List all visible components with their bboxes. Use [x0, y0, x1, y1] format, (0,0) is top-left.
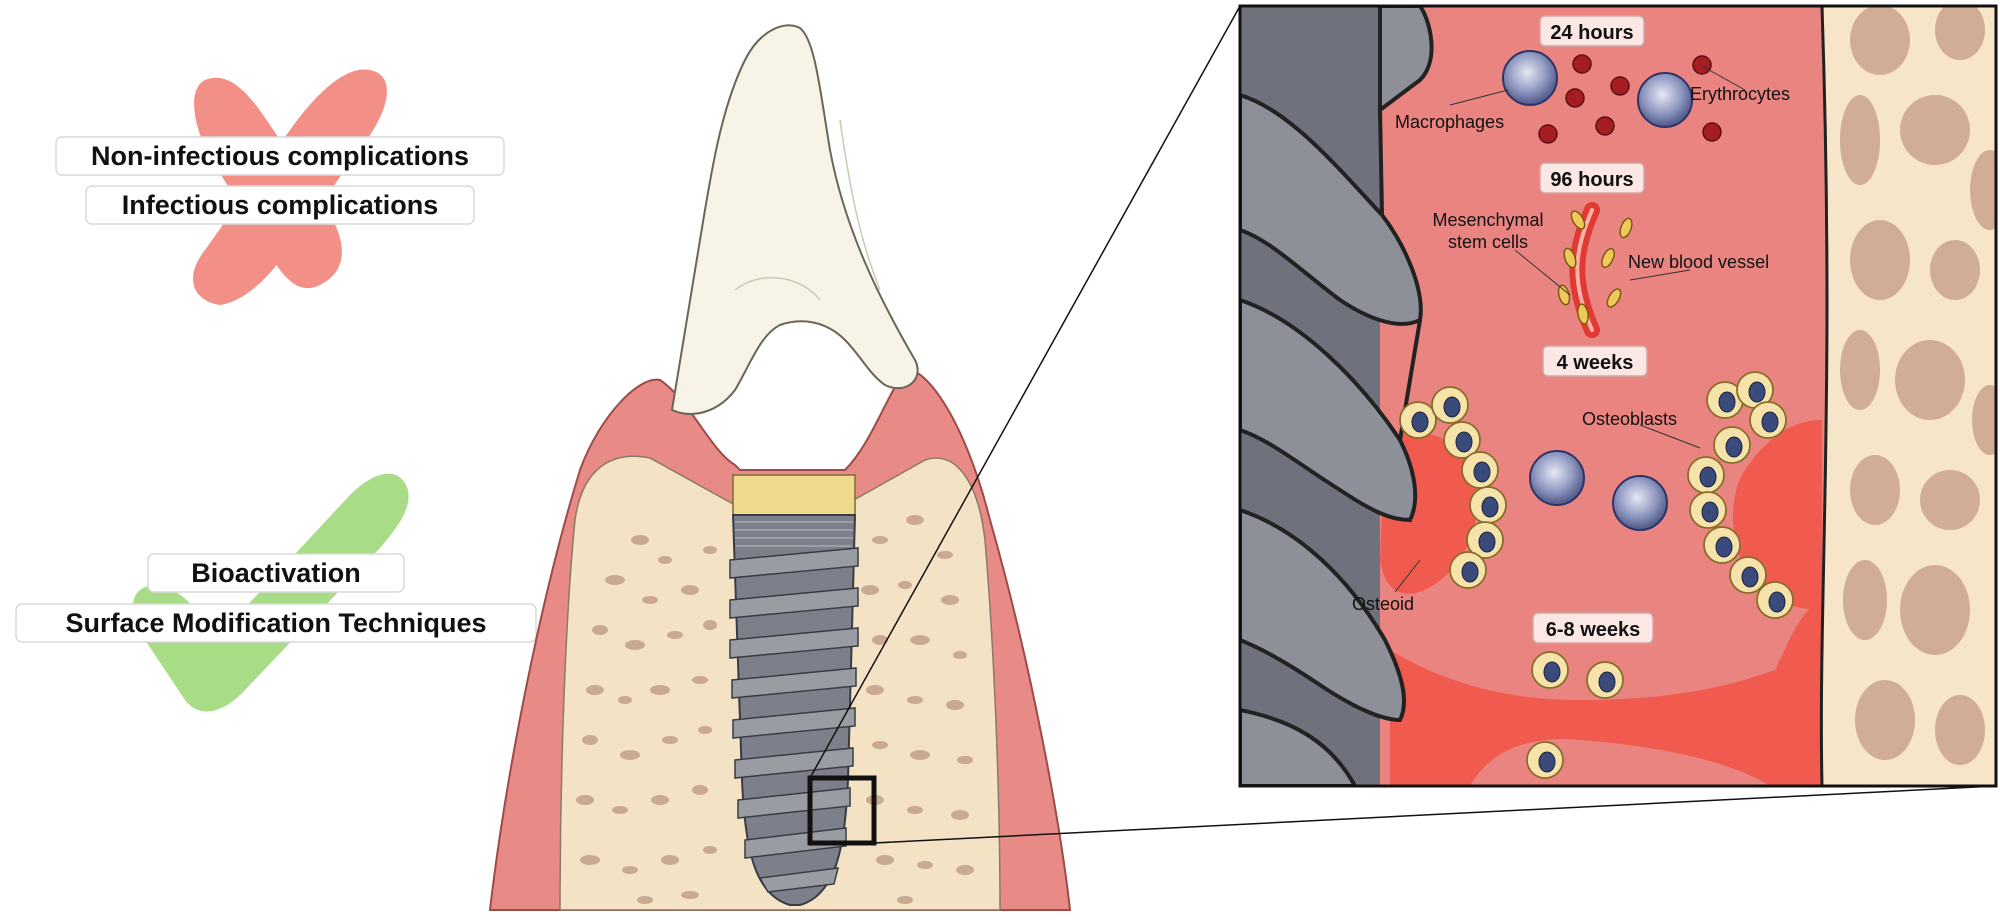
promote-label-1: Bioactivation — [148, 554, 404, 592]
stage-4w: 4 weeks — [1543, 346, 1647, 376]
label-new-blood-vessel: New blood vessel — [1628, 252, 1769, 272]
label-erythrocytes: Erythrocytes — [1690, 84, 1790, 104]
avoid-label-2-text: Infectious complications — [122, 190, 439, 220]
stage-96h-text: 96 hours — [1550, 169, 1633, 191]
implant-collar — [733, 475, 855, 515]
label-osteoblasts: Osteoblasts — [1582, 409, 1677, 429]
promote-group: Bioactivation Surface Modification Techn… — [16, 474, 536, 712]
stage-96h: 96 hours — [1540, 163, 1644, 193]
stage-4w-text: 4 weeks — [1557, 352, 1634, 374]
label-msc-line1: Mesenchymal — [1432, 210, 1543, 230]
stage-6-8w-text: 6-8 weeks — [1546, 619, 1641, 641]
label-osteoid: Osteoid — [1352, 594, 1414, 614]
crown — [672, 25, 918, 414]
stage-24h: 24 hours — [1540, 16, 1644, 46]
implant-threads — [730, 548, 858, 892]
avoid-group: Non-infectious complications Infectious … — [56, 69, 504, 305]
zoom-panel: 24 hours 96 hours 4 weeks 6-8 weeks Macr… — [1240, 0, 2000, 786]
promote-label-1-text: Bioactivation — [191, 558, 361, 588]
label-msc-line2: stem cells — [1448, 232, 1528, 252]
avoid-label-2: Infectious complications — [86, 186, 474, 224]
promote-label-2-text: Surface Modification Techniques — [65, 608, 486, 638]
zoom-bone — [1821, 0, 2000, 786]
promote-label-2: Surface Modification Techniques — [16, 604, 536, 642]
avoid-label-1: Non-infectious complications — [56, 137, 504, 175]
stage-6-8w: 6-8 weeks — [1533, 613, 1653, 643]
avoid-label-1-text: Non-infectious complications — [91, 141, 469, 171]
stage-24h-text: 24 hours — [1550, 22, 1633, 44]
label-macrophages: Macrophages — [1395, 112, 1504, 132]
